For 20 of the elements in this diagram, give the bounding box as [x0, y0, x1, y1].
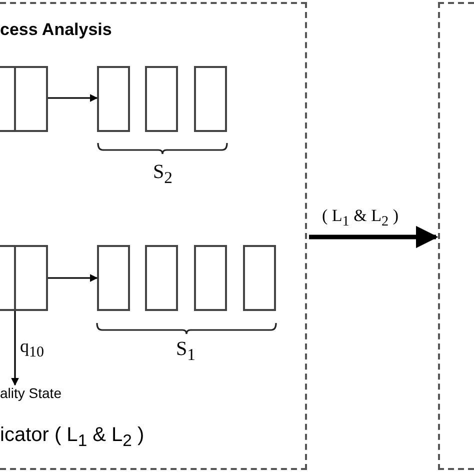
rect-box: [243, 245, 276, 311]
node-text: ality State: [0, 385, 62, 401]
group-label: S$_{2}$: [153, 161, 172, 188]
arrow: [309, 226, 438, 248]
arrow: [48, 94, 98, 102]
dashed-panel: [0, 2, 307, 470]
panel-title: cess Analysis: [0, 20, 112, 40]
group-label: S$_{1}$: [176, 338, 196, 365]
rect-box: [0, 66, 48, 132]
rect-box: [97, 66, 130, 132]
rect-box: [0, 245, 48, 311]
arrow: [48, 274, 98, 282]
rect-box: [145, 66, 178, 132]
rect-box: [194, 245, 227, 311]
rect-box: [97, 245, 130, 311]
rect-box: [194, 66, 227, 132]
rect-box: [145, 245, 178, 311]
panel-footer-text: icator ( L$_{1}$ & L$_{2}$ ): [0, 424, 144, 451]
arrow: [11, 311, 19, 386]
dashed-panel: [438, 2, 474, 470]
